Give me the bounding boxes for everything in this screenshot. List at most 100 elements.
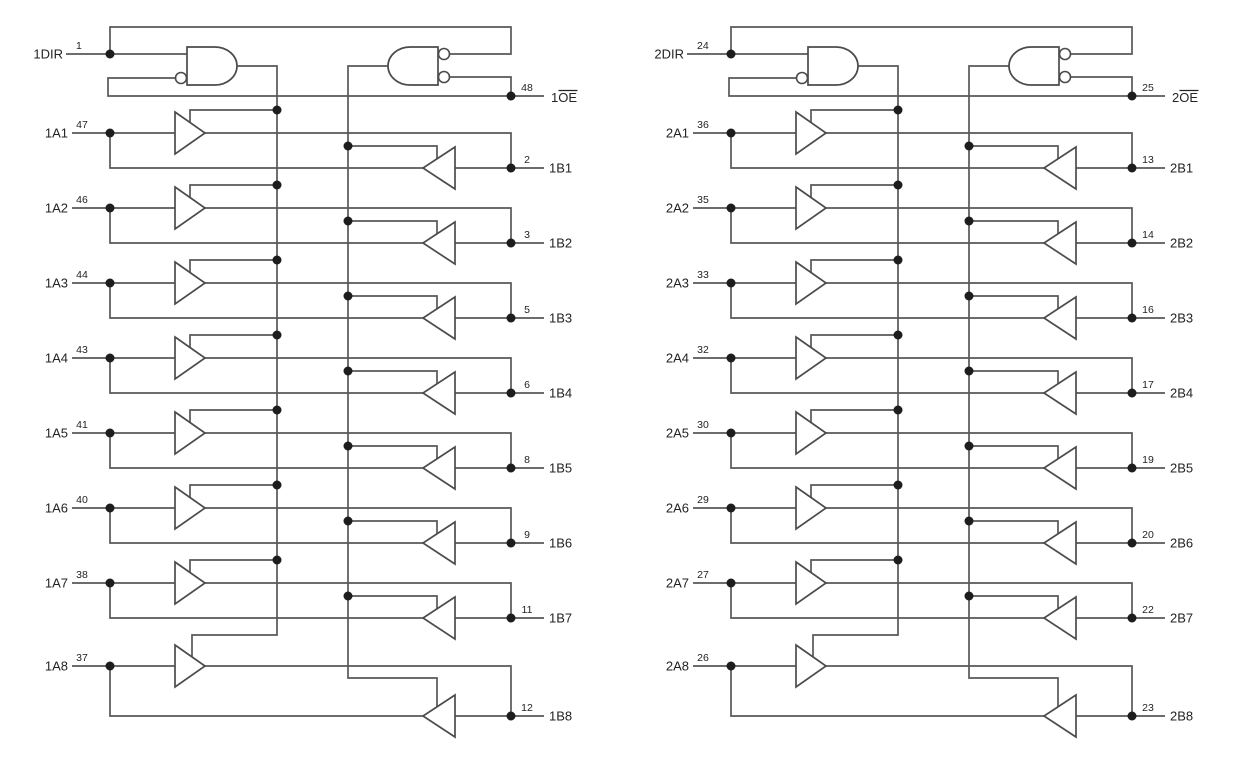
b3-pin-number: 16 [1142, 304, 1154, 316]
dir-to-reverse-gate-wire [109, 26, 512, 55]
b4-pin-number: 6 [524, 379, 530, 391]
channel-4-b-to-a-wire [109, 358, 511, 394]
buffer-a-to-b-8 [174, 643, 207, 689]
channel-6-reverse-enable-tap [348, 520, 438, 534]
oe-label-prefix: 2 [1172, 90, 1179, 105]
junction-dot [506, 313, 516, 323]
b6-pin-number: 9 [524, 529, 530, 541]
channel-7-a-to-b-wire [72, 582, 544, 619]
b5-pin-label: 2B5 [1170, 461, 1193, 476]
channel-8-a-to-b-wire [693, 665, 1165, 717]
forward-enable-column [812, 65, 899, 657]
channel-1-forward-enable-tap [189, 109, 277, 123]
channel-6-b-to-a-wire [730, 508, 1132, 544]
buffer-b-to-a-2 [421, 220, 456, 266]
oe-pin-label: 1OE [551, 90, 577, 105]
oe-pin-number: 48 [521, 82, 533, 94]
a6-pin-label: 1A6 [45, 501, 68, 516]
channel-3-forward-enable-tap [810, 259, 898, 273]
a6-pin-label: 2A6 [666, 501, 689, 516]
oe-label-base: OE [558, 90, 577, 105]
junction-dot [343, 591, 353, 601]
transceiver-half-2: 2DIR24252OE2A136132B12A235142B22A333162B… [654, 26, 1199, 739]
oe-label-base: OE [1179, 90, 1198, 105]
channel-8-b-to-a-wire [730, 666, 1132, 717]
junction-dot [726, 428, 736, 438]
reverse-gate-input-bubble-bottom [437, 70, 451, 84]
buffer-a-to-b-3 [174, 260, 207, 306]
channel-3-b-to-a-wire [109, 283, 511, 319]
junction-dot [343, 216, 353, 226]
a5-pin-number: 41 [76, 419, 88, 431]
junction-dot [964, 366, 974, 376]
b1-pin-number: 13 [1142, 154, 1154, 166]
a3-pin-label: 2A3 [666, 276, 689, 291]
channel-5-b-to-a-wire [730, 433, 1132, 469]
channel-4-forward-enable-tap [189, 334, 277, 348]
forward-enable-column [191, 65, 278, 657]
channel-6-forward-enable-tap [810, 484, 898, 498]
channel-7-reverse-enable-tap [348, 595, 438, 609]
channel-3-b-to-a-wire [730, 283, 1132, 319]
b8-pin-label: 1B8 [549, 709, 572, 724]
oe-pin-label: 2OE [1172, 90, 1198, 105]
junction-dot [893, 555, 903, 565]
a3-pin-label: 1A3 [45, 276, 68, 291]
b1-pin-label: 2B1 [1170, 161, 1193, 176]
b3-pin-label: 1B3 [549, 311, 572, 326]
junction-dot [105, 278, 115, 288]
channel-7-forward-enable-tap [810, 559, 898, 573]
channel-2-b-to-a-wire [109, 208, 511, 244]
channel-3-forward-enable-tap [189, 259, 277, 273]
b8-pin-label: 2B8 [1170, 709, 1193, 724]
channel-1-forward-enable-tap [810, 109, 898, 123]
channel-8-b-to-a-wire [109, 666, 511, 717]
channel-1-reverse-enable-tap [969, 145, 1059, 159]
a1-pin-number: 36 [697, 119, 709, 131]
junction-dot [272, 180, 282, 190]
channel-2-b-to-a-wire [730, 208, 1132, 244]
junction-dot [1127, 388, 1137, 398]
channel-3-reverse-enable-tap [348, 295, 438, 309]
b4-pin-label: 1B4 [549, 386, 572, 401]
junction-dot [893, 255, 903, 265]
channel-4-a-to-b-wire [693, 357, 1165, 394]
junction-dot [1127, 538, 1137, 548]
channel-2-reverse-enable-tap [969, 220, 1059, 234]
buffer-b-to-a-7 [421, 595, 456, 641]
b7-pin-number: 11 [522, 604, 533, 616]
a6-pin-number: 40 [76, 494, 88, 506]
a1-pin-number: 47 [76, 119, 88, 131]
buffer-b-to-a-2 [1042, 220, 1077, 266]
dir-pin-label: 2DIR [654, 47, 684, 62]
forward-gate-input-bubble [795, 71, 809, 85]
a4-pin-label: 2A4 [666, 351, 689, 366]
junction-dot [506, 538, 516, 548]
transceiver-half-1: 1DIR1481OE1A14721B11A24631B21A34451B31A4… [33, 26, 578, 739]
junction-dot [105, 353, 115, 363]
junction-dot [1127, 91, 1137, 101]
dir-pin-label: 1DIR [33, 47, 63, 62]
reverse-gate-input-bubble-top [1058, 47, 1072, 61]
buffer-a-to-b-2 [174, 185, 207, 231]
a5-pin-number: 30 [697, 419, 709, 431]
channel-3-reverse-enable-tap [969, 295, 1059, 309]
junction-dot [1127, 613, 1137, 623]
b6-pin-number: 20 [1142, 529, 1154, 541]
b8-pin-number: 12 [521, 702, 533, 714]
junction-dot [506, 711, 516, 721]
junction-dot [343, 141, 353, 151]
junction-dot [272, 405, 282, 415]
b5-pin-label: 1B5 [549, 461, 572, 476]
forward-gate-input-bubble [174, 71, 188, 85]
and-gate-reverse-enable [387, 46, 439, 86]
channel-5-reverse-enable-tap [348, 445, 438, 459]
b3-pin-number: 5 [524, 304, 530, 316]
junction-dot [1127, 711, 1137, 721]
junction-dot [343, 366, 353, 376]
b1-pin-number: 2 [524, 154, 530, 166]
junction-dot [893, 480, 903, 490]
junction-dot [893, 180, 903, 190]
a3-pin-number: 33 [697, 269, 709, 281]
buffer-b-to-a-7 [1042, 595, 1077, 641]
